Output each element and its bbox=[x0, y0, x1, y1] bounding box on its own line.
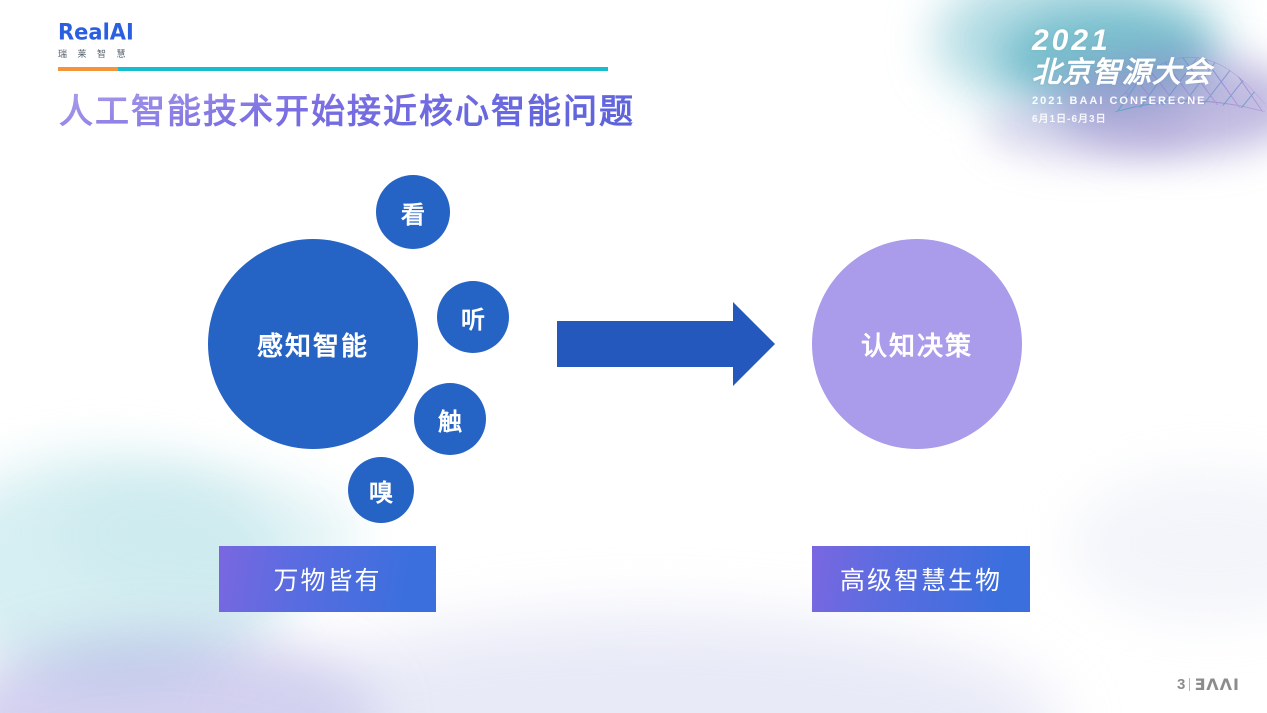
satellite-label-see: 看 bbox=[401, 199, 425, 229]
satellite-label-hear: 听 bbox=[461, 304, 485, 334]
satellite-circle-hear: 听 bbox=[437, 281, 509, 353]
conference-year: 2021 bbox=[1032, 24, 1111, 57]
left-caption-label: 万物皆有 bbox=[273, 567, 382, 595]
page-number: 3 bbox=[1177, 676, 1186, 693]
conference-name: 北京智源大会 bbox=[1032, 57, 1213, 89]
header-rule-orange bbox=[58, 67, 118, 71]
right-caption-label: 高级智慧生物 bbox=[839, 567, 1002, 595]
satellite-circle-see: 看 bbox=[376, 175, 450, 249]
cognitive-decision-label: 认知决策 bbox=[860, 331, 973, 362]
perception-intelligence-circle: 感知智能 bbox=[208, 239, 418, 449]
conference-logo: 2021 北京智源大会 2021 BAAI CONFERECNE 6月1日-6月… bbox=[1032, 24, 1213, 126]
footer: 3 ƎΛΛI bbox=[1177, 675, 1240, 694]
realai-logo-text: RealAI bbox=[58, 19, 134, 45]
realai-logo-subtext: 瑞 莱 智 慧 bbox=[58, 49, 130, 59]
satellite-circle-touch: 触 bbox=[414, 383, 486, 455]
satellite-label-touch: 触 bbox=[438, 406, 462, 436]
header-rule-teal bbox=[118, 67, 608, 71]
perception-intelligence-label: 感知智能 bbox=[256, 331, 369, 362]
page-title: 人工智能技术开始接近核心智能问题 bbox=[59, 84, 635, 133]
satellite-circle-smell: 嗅 bbox=[348, 457, 414, 523]
realai-logo: RealAI 瑞 莱 智 慧 bbox=[58, 19, 138, 60]
footer-divider bbox=[1189, 678, 1191, 691]
baai-logo: ƎΛΛI bbox=[1194, 675, 1240, 694]
cognitive-decision-circle: 认知决策 bbox=[812, 239, 1022, 449]
left-caption-box: 万物皆有 bbox=[219, 546, 436, 612]
conference-name-en: 2021 BAAI CONFERECNE bbox=[1032, 95, 1207, 107]
right-caption-box: 高级智慧生物 bbox=[812, 546, 1030, 612]
conference-dates: 6月1日-6月3日 bbox=[1032, 114, 1107, 125]
satellite-label-smell: 嗅 bbox=[369, 477, 393, 507]
right-arrow-icon bbox=[557, 302, 775, 386]
